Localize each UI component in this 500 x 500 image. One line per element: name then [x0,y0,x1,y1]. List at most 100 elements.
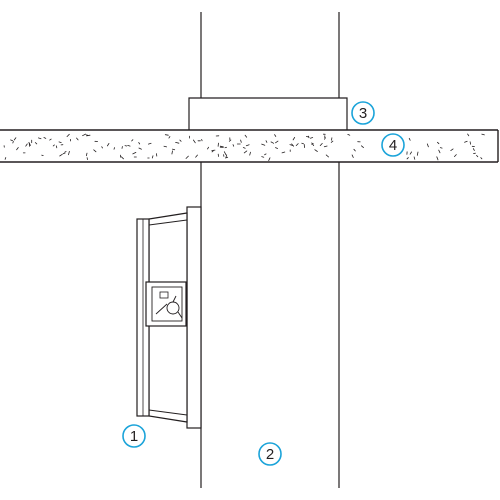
aggregate-speck [93,149,97,153]
aggregate-speck [408,137,411,141]
aggregate-speck [175,141,180,144]
mounting-flange [186,206,202,429]
aggregate-speck [211,150,214,153]
aggregate-speck [264,153,267,156]
aggregate-speck [163,145,168,148]
callout-1-ring [122,424,146,448]
aggregate-speck [151,155,154,159]
aggregate-speck [289,144,294,147]
aggregate-speck [4,157,7,160]
aggregate-speck [311,142,315,147]
aggregate-speck [76,137,79,141]
aggregate-speck [275,147,279,149]
aggregate-speck [38,137,42,140]
aggregate-speck [309,137,314,139]
aggregate-speck [66,133,70,138]
aggregate-speck [319,142,323,147]
aggregate-speck [243,150,248,154]
callout-2-ring [258,442,282,466]
callout-2: 2 [258,442,282,466]
aggregate-speck [25,143,28,147]
callout-4: 4 [381,133,405,157]
aggregate-speck [171,150,173,155]
aggregate-speck [275,140,279,144]
aggregate-speck [185,155,189,159]
aggregate-speck [207,146,210,150]
aggregate-speck [472,148,475,151]
aggregate-speck [437,141,440,145]
aggregate-speck [295,143,299,147]
aggregate-speck [12,140,14,144]
aggregate-speck [265,140,268,143]
aggregate-speck [240,139,242,143]
aggregate-speck [242,147,246,149]
aggregate-speck [314,149,318,152]
aggregate-speck [413,156,416,160]
aggregate-speck [10,139,14,142]
callout-4-label: 4 [389,137,397,154]
aggregate-speck [58,141,62,144]
aggregate-speck [201,138,203,142]
callout-3: 3 [351,101,375,125]
aggregate-speck [311,143,314,145]
aggregate-speck [416,151,419,156]
aggregate-speck [270,141,275,144]
callout-3-label: 3 [359,105,367,122]
collar-sleeve [188,97,348,130]
aggregate-speck [59,153,63,157]
aggregate-speck [453,154,457,158]
aggregate-speck [305,135,309,138]
aggregate-speck [138,142,141,145]
aggregate-speck [353,148,356,152]
aggregate-speck [232,144,235,147]
aggregate-speck [224,146,228,149]
aggregate-speck [439,147,443,149]
aggregate-speck [192,139,196,144]
aggregate-speck [228,139,232,142]
aggregate-speck [113,147,115,150]
vertical-shaft [200,12,340,488]
aggregate-speck [168,136,171,139]
aggregate-speck [41,154,44,157]
callout-2-label: 2 [266,446,274,463]
aggregate-speck [16,147,19,151]
aggregate-speck [101,146,103,149]
aggregate-speck [464,140,468,143]
aggregate-speck [274,134,277,137]
aggregate-speck [476,154,479,158]
aggregate-speck [82,133,86,137]
aggregate-speck [325,154,330,158]
aggregate-speck [223,151,227,156]
aggregate-speck [438,149,441,154]
aggregate-speck [107,142,110,147]
aggregate-speck [147,142,152,145]
callout-1-label: 1 [130,428,138,445]
damper-unit [136,206,202,429]
aggregate-speck [55,145,58,149]
aggregate-speck [323,145,328,148]
aggregate-speck [171,148,176,151]
aggregate-speck [324,137,326,140]
aggregate-speck [360,145,364,149]
aggregate-speck [450,148,454,152]
aggregate-speck [132,151,137,155]
slab-aggregate-texture [3,133,485,162]
aggregate-speck [409,151,413,155]
actuator-box [145,281,187,327]
aggregate-speck [301,142,304,145]
aggregate-speck [351,154,354,158]
aggregate-speck [467,133,470,137]
aggregate-speck [225,154,228,158]
aggregate-speck [49,138,52,141]
aggregate-speck [179,139,182,142]
aggregate-speck [195,154,198,158]
callout-1: 1 [122,424,146,448]
callout-3-ring [351,101,375,125]
aggregate-speck [64,151,67,153]
aggregate-speck [481,133,485,136]
aggregate-speck [330,140,334,143]
aggregate-speck [436,156,439,161]
aggregate-speck [347,133,351,136]
